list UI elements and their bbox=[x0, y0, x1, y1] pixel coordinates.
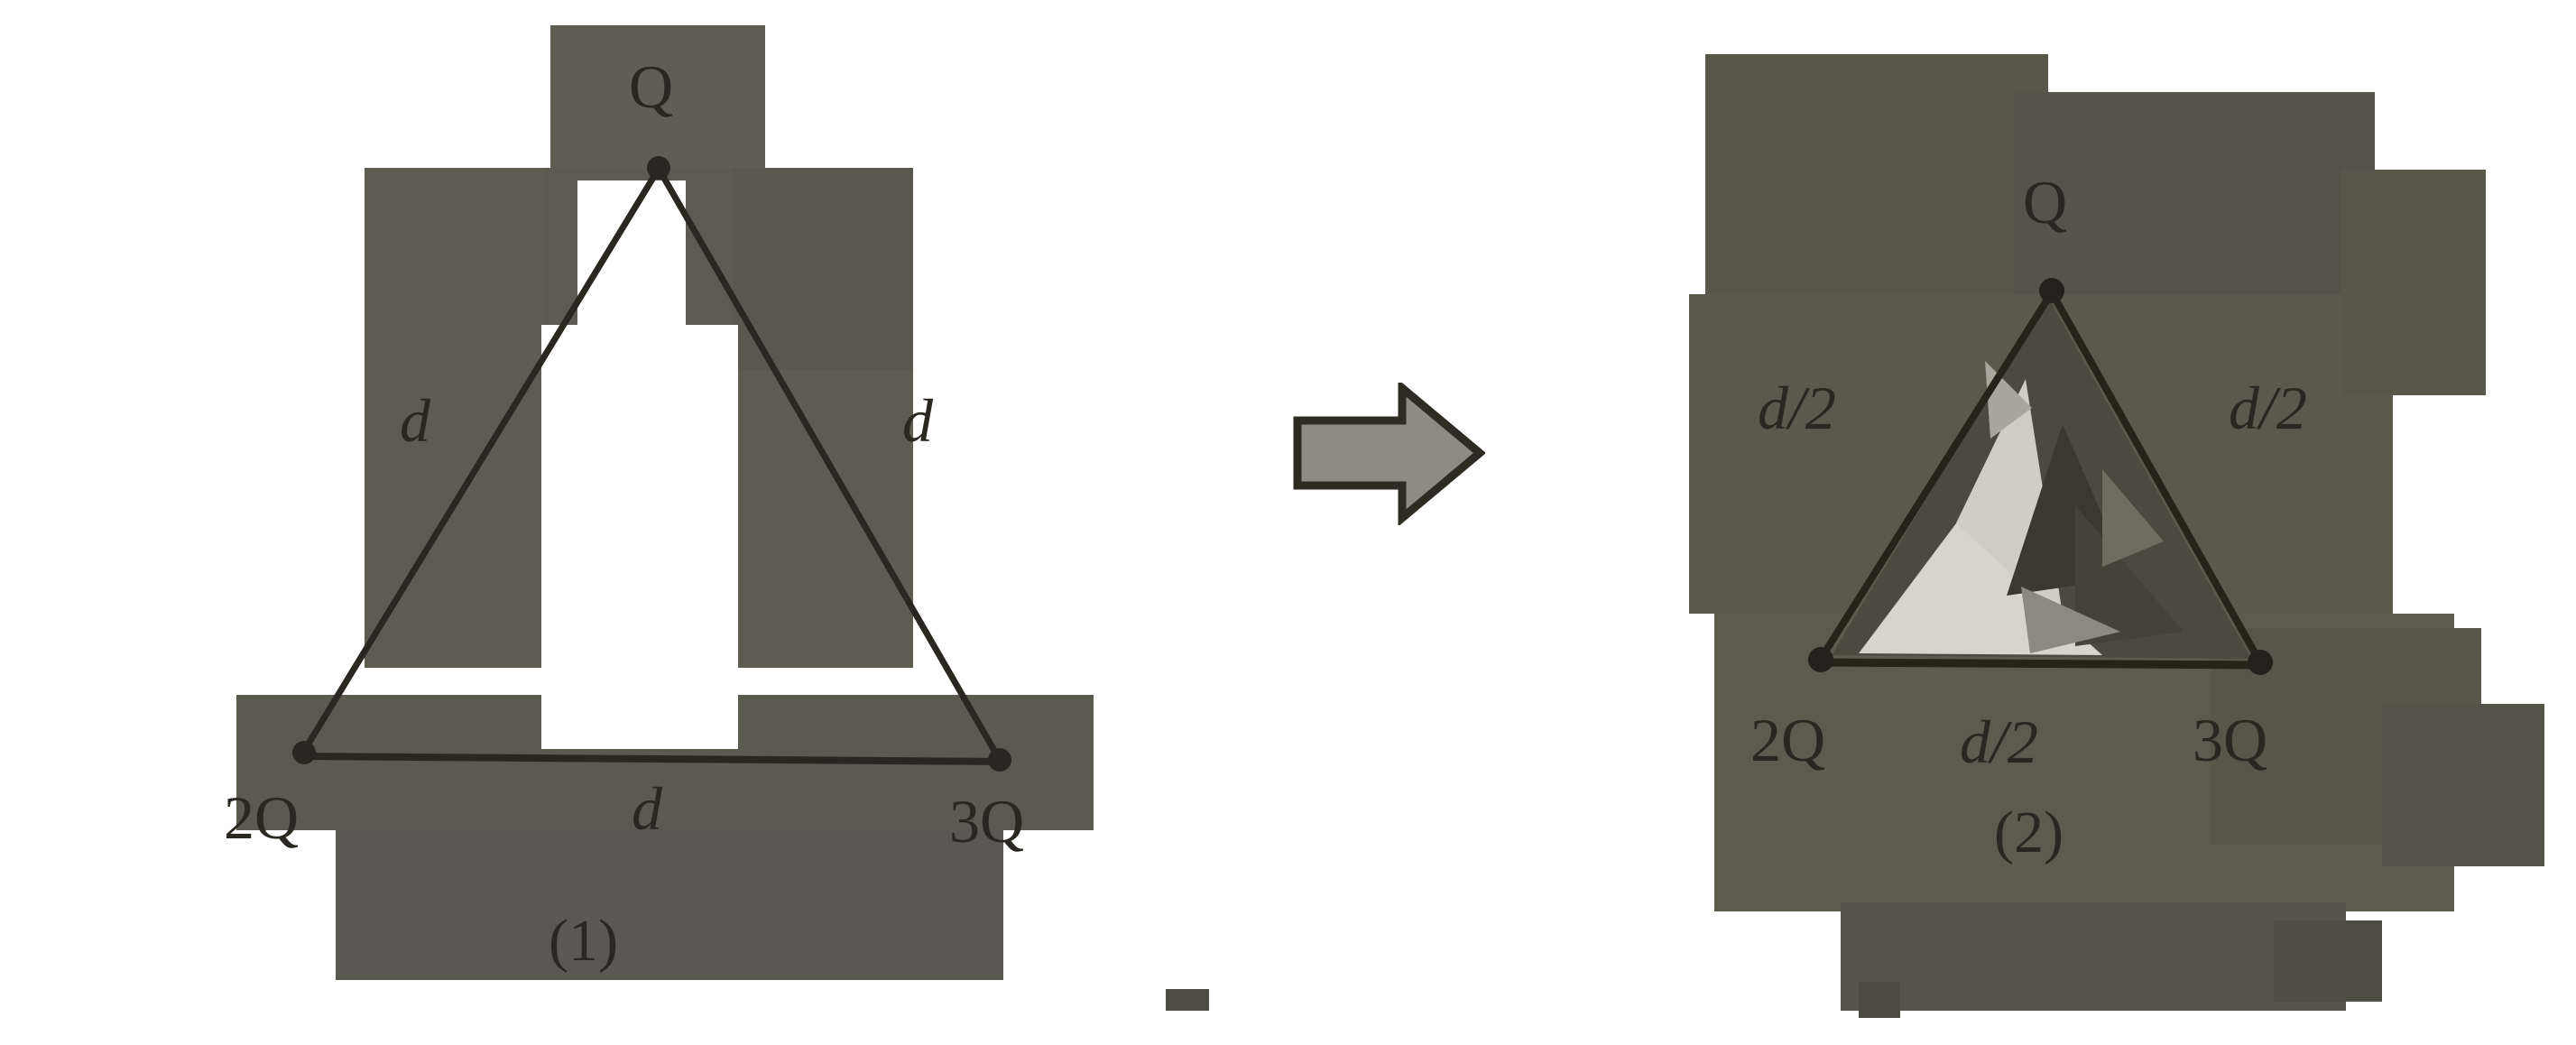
right-left-side-label-d2: d/2 bbox=[1758, 374, 1836, 442]
right-bottom-left-charge-label-2q: 2Q bbox=[1750, 706, 1826, 774]
charge-node-bottom-right-1 bbox=[988, 748, 1011, 772]
right-base-label-d2: d/2 bbox=[1960, 707, 2038, 776]
charge-node-apex-right bbox=[2039, 278, 2064, 303]
charge-node-apex-left bbox=[647, 156, 670, 180]
charge-node-bottom-right-2 bbox=[2248, 650, 2273, 675]
left-apex-charge-label: Q bbox=[629, 52, 674, 121]
left-triangle-outline bbox=[299, 165, 1007, 765]
right-arrow-icon bbox=[1293, 379, 1487, 527]
bottom-right-charge-label-3q: 3Q bbox=[949, 787, 1025, 855]
right-apex-charge-label: Q bbox=[2023, 168, 2068, 236]
right-triangle-interior bbox=[1832, 298, 2251, 659]
left-figure-caption: (1) bbox=[549, 908, 618, 974]
right-bottom-right-charge-label-3q: 3Q bbox=[2193, 706, 2268, 774]
charge-node-bottom-left-2 bbox=[1808, 647, 1833, 672]
right-side-label-d: d bbox=[902, 386, 933, 455]
transform-arrow bbox=[1292, 379, 1487, 527]
left-side-label-d: d bbox=[400, 386, 430, 455]
base-label-d: d bbox=[632, 774, 662, 843]
right-right-side-label-d2: d/2 bbox=[2229, 374, 2307, 442]
right-figure-caption: (2) bbox=[1994, 800, 2064, 865]
bottom-left-charge-label-2q: 2Q bbox=[224, 783, 300, 852]
right-triangle-outline bbox=[1814, 289, 2267, 670]
charge-node-bottom-left-1 bbox=[292, 741, 316, 764]
